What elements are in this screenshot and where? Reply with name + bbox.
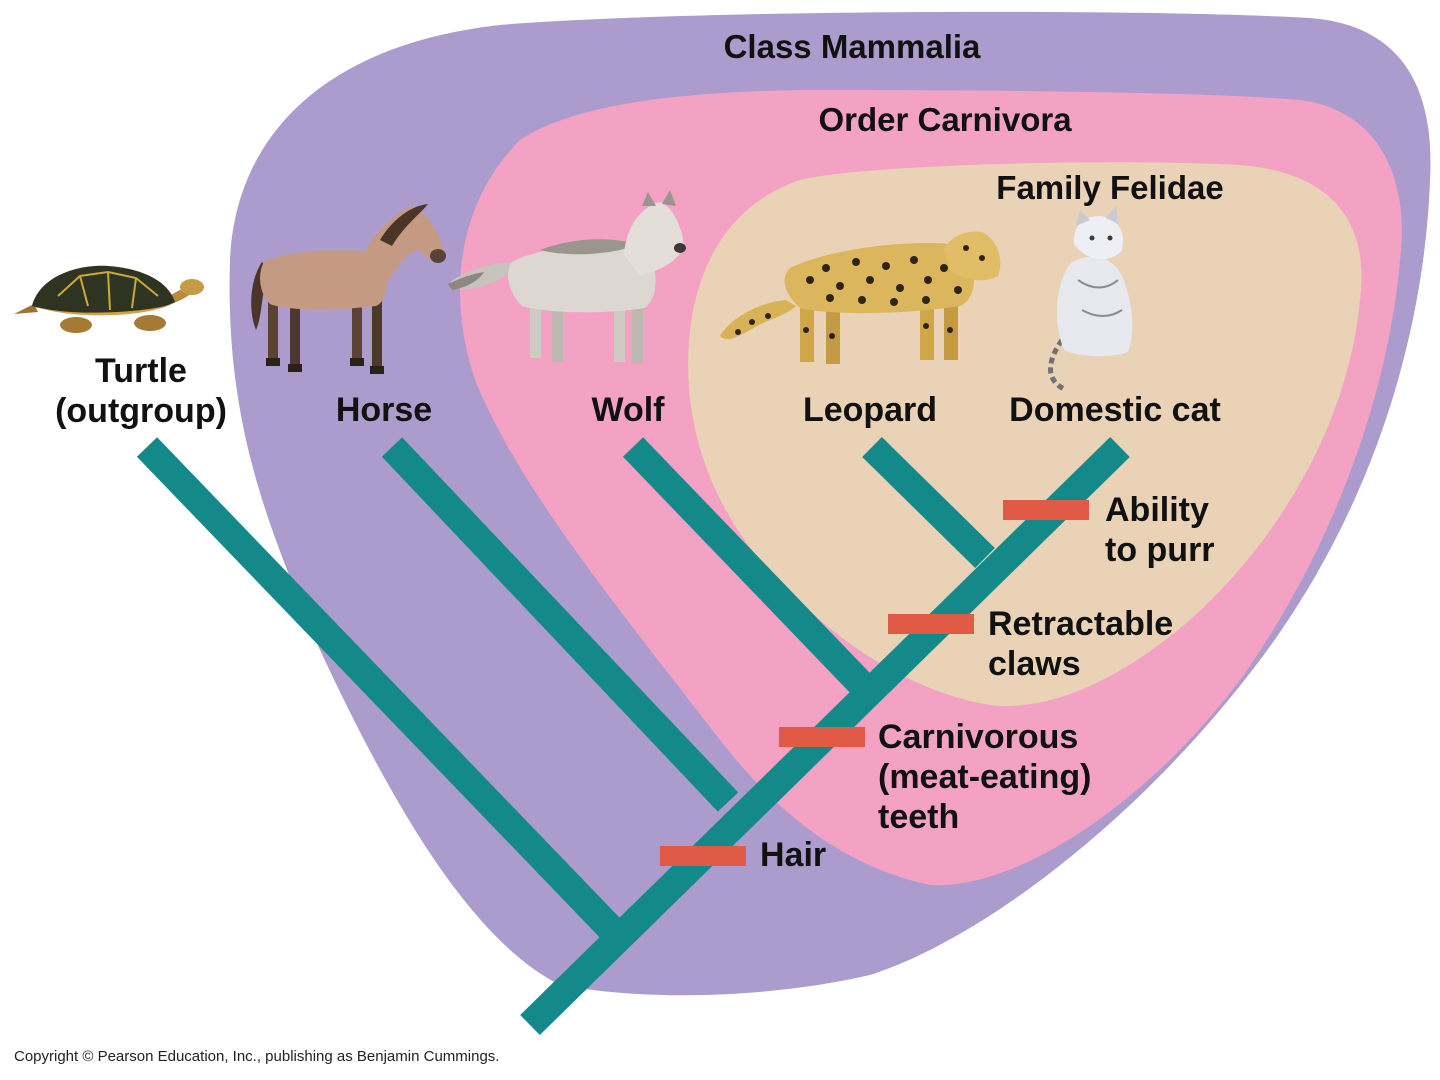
ability-to-purr-label-1: Ability xyxy=(1105,491,1209,529)
turtle-label-1: Turtle xyxy=(95,352,187,390)
copyright-notice: Copyright © Pearson Education, Inc., pub… xyxy=(14,1048,500,1065)
leopard-label: Leopard xyxy=(803,391,937,429)
horse-branch xyxy=(381,437,739,812)
domestic-cat-label: Domestic cat xyxy=(1009,391,1221,429)
ability-to-purr-marker xyxy=(1003,500,1089,520)
domestic-cat-icon xyxy=(1048,206,1133,393)
carnivorous-label-3: teeth xyxy=(878,798,959,836)
wolf-branch xyxy=(622,437,873,695)
horse-icon xyxy=(251,204,446,374)
horse-label: Horse xyxy=(336,391,432,429)
hair-label: Hair xyxy=(760,836,826,874)
wolf-icon xyxy=(448,190,686,364)
retractable-claws-marker xyxy=(888,614,974,634)
retractable-claws-label-2: claws xyxy=(988,645,1081,683)
turtle-icon xyxy=(14,265,204,333)
wolf-label: Wolf xyxy=(591,391,665,429)
leopard-branch xyxy=(862,437,995,568)
order-carnivora-label: Order Carnivora xyxy=(818,101,1072,138)
leopard-icon xyxy=(720,231,1001,364)
turtle-branch xyxy=(136,437,623,940)
ability-to-purr-label-2: to purr xyxy=(1105,531,1215,569)
turtle-label-2: (outgroup) xyxy=(55,392,227,430)
carnivorous-label-2: (meat-eating) xyxy=(878,758,1091,796)
carnivorous-label-1: Carnivorous xyxy=(878,718,1078,756)
carnivorous-teeth-marker xyxy=(779,727,865,747)
family-felidae-label: Family Felidae xyxy=(996,169,1223,206)
hair-marker xyxy=(660,846,746,866)
retractable-claws-label-1: Retractable xyxy=(988,605,1173,643)
class-mammalia-label: Class Mammalia xyxy=(724,28,981,65)
